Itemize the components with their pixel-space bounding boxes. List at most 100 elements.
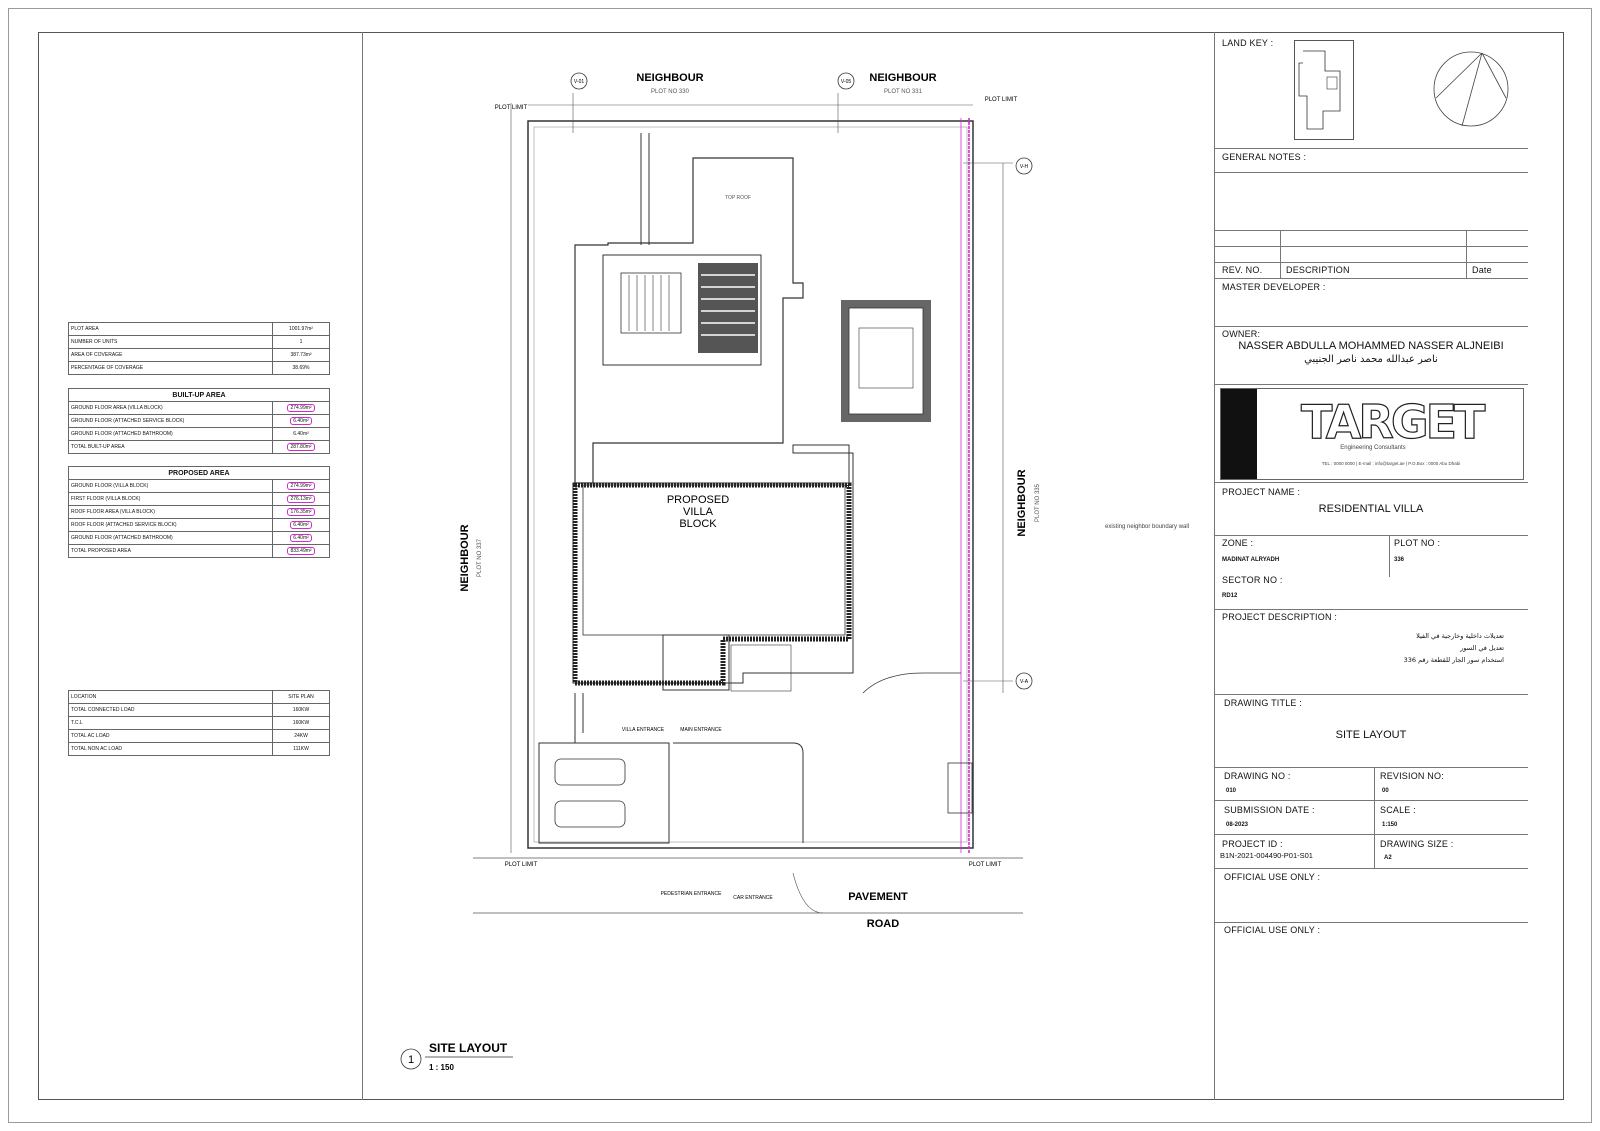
logo-wordmark: TARGET bbox=[1300, 394, 1486, 449]
master-developer-label: MASTER DEVELOPER : bbox=[1222, 282, 1326, 292]
upper-roof-outline bbox=[574, 157, 804, 484]
villa-label-1: PROPOSED bbox=[667, 494, 729, 506]
cell-label: PLOT AREA bbox=[68, 322, 273, 336]
villa-label-3: BLOCK bbox=[679, 518, 717, 530]
drawing-size-label: DRAWING SIZE : bbox=[1380, 839, 1454, 849]
cell-value: 160KW bbox=[272, 716, 330, 730]
svg-text:V-01: V-01 bbox=[574, 79, 585, 85]
title-number-bubble bbox=[400, 1048, 422, 1070]
general-notes-label: GENERAL NOTES : bbox=[1222, 152, 1307, 162]
cell-label: PERCENTAGE OF COVERAGE bbox=[68, 361, 273, 375]
drawing-no-label: DRAWING NO : bbox=[1224, 771, 1291, 781]
owner-name-arabic: ناصر عبدالله محمد ناصر الجنيبي bbox=[1304, 354, 1438, 365]
logo-subtitle: Engineering Consultants bbox=[1340, 445, 1406, 451]
cell-value: 274.99m² bbox=[287, 482, 315, 490]
car-parking bbox=[538, 742, 670, 844]
site-layout-drawing: PROPOSED VILLA BLOCK PAVEMENT ROAD NEIGH… bbox=[400, 72, 1189, 1072]
cell-value: 833.49m² bbox=[287, 547, 315, 555]
land-key-label: LAND KEY : bbox=[1222, 38, 1274, 48]
staircase-block bbox=[698, 263, 758, 353]
north-arrow-icon bbox=[1432, 50, 1510, 128]
drawing-title-value: SITE LAYOUT bbox=[1335, 729, 1407, 741]
boundary-note: existing neighbor boundary wall bbox=[1105, 524, 1189, 530]
plot-limit-top-right: PLOT LIMIT bbox=[985, 97, 1018, 103]
svg-text:V-A: V-A bbox=[1020, 679, 1029, 685]
table-title: PROPOSED AREA bbox=[68, 466, 330, 480]
cell-label: TOTAL CONNECTED LOAD bbox=[68, 703, 273, 717]
cell-value: 6.40m² bbox=[290, 417, 312, 425]
sheet-inner-border bbox=[38, 32, 1564, 1100]
grid-bubble-va: V-A bbox=[1015, 672, 1033, 690]
grid-bubble-v01: V-01 bbox=[570, 72, 588, 90]
scale-value: 1:150 bbox=[1382, 822, 1398, 828]
villa-label-2: VILLA bbox=[683, 506, 714, 518]
revision-no-value: 00 bbox=[1382, 788, 1389, 794]
project-description-label: PROJECT DESCRIPTION : bbox=[1222, 612, 1338, 622]
plot-limit-bottom-left: PLOT LIMIT bbox=[505, 862, 538, 868]
drawing-scale: 1 : 150 bbox=[429, 1063, 454, 1072]
project-name-label: PROJECT NAME : bbox=[1222, 487, 1301, 497]
cell-label: NUMBER OF UNITS bbox=[68, 335, 273, 349]
drawing-size-value: A2 bbox=[1384, 855, 1392, 861]
cell-label: GROUND FLOOR AREA (VILLA BLOCK) bbox=[68, 401, 273, 415]
main-entrance-label: MAIN ENTRANCE bbox=[680, 727, 722, 733]
neighbour-top-right: NEIGHBOUR bbox=[869, 72, 936, 84]
plot-top-left: PLOT NO 330 bbox=[651, 89, 690, 95]
road-label: ROAD bbox=[867, 918, 899, 930]
villa-block-walls bbox=[572, 482, 852, 686]
title-number: 1 bbox=[408, 1054, 414, 1066]
neighbour-left: NEIGHBOUR bbox=[459, 524, 471, 591]
cell-label: ROOF FLOOR (ATTACHED SERVICE BLOCK) bbox=[68, 518, 273, 532]
plot-no-label: PLOT NO : bbox=[1394, 538, 1441, 548]
cell-label: T.C.L bbox=[68, 716, 273, 730]
cell-value: 111KW bbox=[272, 742, 330, 756]
project-description-line: استخدام سور الجار للقطعة رقم 336 bbox=[1403, 656, 1504, 664]
plot-top-right: PLOT NO 331 bbox=[884, 89, 923, 95]
top-roof-label: TOP ROOF bbox=[725, 195, 751, 201]
scale-label: SCALE : bbox=[1380, 805, 1416, 815]
cell-value: 38.69% bbox=[272, 361, 330, 375]
built-up-area-table: BUILT-UP AREA GROUND FLOOR AREA (VILLA B… bbox=[68, 388, 330, 454]
plot-no-value: 336 bbox=[1394, 557, 1405, 563]
plot-limit-top-left: PLOT LIMIT bbox=[495, 105, 528, 111]
plot-limit-bottom-right: PLOT LIMIT bbox=[969, 862, 1002, 868]
project-description-line: تعديلات داخلية وخارجية في الفيلا bbox=[1416, 632, 1504, 640]
column-header: SITE PLAN bbox=[272, 690, 330, 704]
cell-label: GROUND FLOOR (ATTACHED SERVICE BLOCK) bbox=[68, 414, 273, 428]
consultant-logo: TARGET Engineering Consultants TEL : 000… bbox=[1220, 388, 1524, 480]
zone-label: ZONE : bbox=[1222, 538, 1254, 548]
drawing-title: SITE LAYOUT bbox=[429, 1041, 508, 1055]
sheet-outer-border bbox=[8, 8, 1592, 1123]
revision-no-label: REVISION NO: bbox=[1380, 771, 1444, 781]
column-header: LOCATION bbox=[68, 690, 273, 704]
cell-label: TOTAL PROPOSED AREA bbox=[68, 544, 273, 558]
grid-bubble-v05: V-05 bbox=[837, 72, 855, 90]
left-panel-divider bbox=[362, 32, 363, 1100]
drawing-no-value: 010 bbox=[1226, 788, 1237, 794]
cell-value: 274.99m² bbox=[287, 404, 315, 412]
title-block: LAND KEY : GENERAL NOTES : REV. NO. DESC… bbox=[1214, 32, 1528, 1100]
pedestrian-entrance-label: PEDESTRIAN ENTRANCE bbox=[661, 891, 723, 897]
cell-label: TOTAL BUILT-UP AREA bbox=[68, 440, 273, 454]
cell-label: GROUND FLOOR (ATTACHED BATHROOM) bbox=[68, 427, 273, 441]
zone-value: MADINAT ALRYADH bbox=[1222, 557, 1280, 563]
official-use-label-2: OFFICIAL USE ONLY : bbox=[1224, 925, 1321, 935]
rev-no-header: REV. NO. bbox=[1222, 265, 1263, 275]
neighbour-top-left: NEIGHBOUR bbox=[636, 72, 703, 84]
logo-contact: TEL : 0000 0000 | E-mail : info@target.a… bbox=[1321, 461, 1461, 466]
date-header: Date bbox=[1472, 265, 1492, 275]
cell-label: FIRST FLOOR (VILLA BLOCK) bbox=[68, 492, 273, 506]
plot-left: PLOT NO 337 bbox=[477, 538, 483, 577]
cell-value: 1 bbox=[272, 335, 330, 349]
project-id-label: PROJECT ID : bbox=[1222, 839, 1283, 849]
official-use-label-1: OFFICIAL USE ONLY : bbox=[1224, 872, 1321, 882]
sector-value: RD12 bbox=[1222, 593, 1238, 599]
land-key-map bbox=[1294, 40, 1354, 140]
cell-label: TOTAL NON AC LOAD bbox=[68, 742, 273, 756]
cell-value: 1001.97m² bbox=[272, 322, 330, 336]
car-entrance-label: CAR ENTRANCE bbox=[733, 895, 773, 901]
cell-value: 6.40m² bbox=[290, 534, 312, 542]
cell-value: 24KW bbox=[272, 729, 330, 743]
